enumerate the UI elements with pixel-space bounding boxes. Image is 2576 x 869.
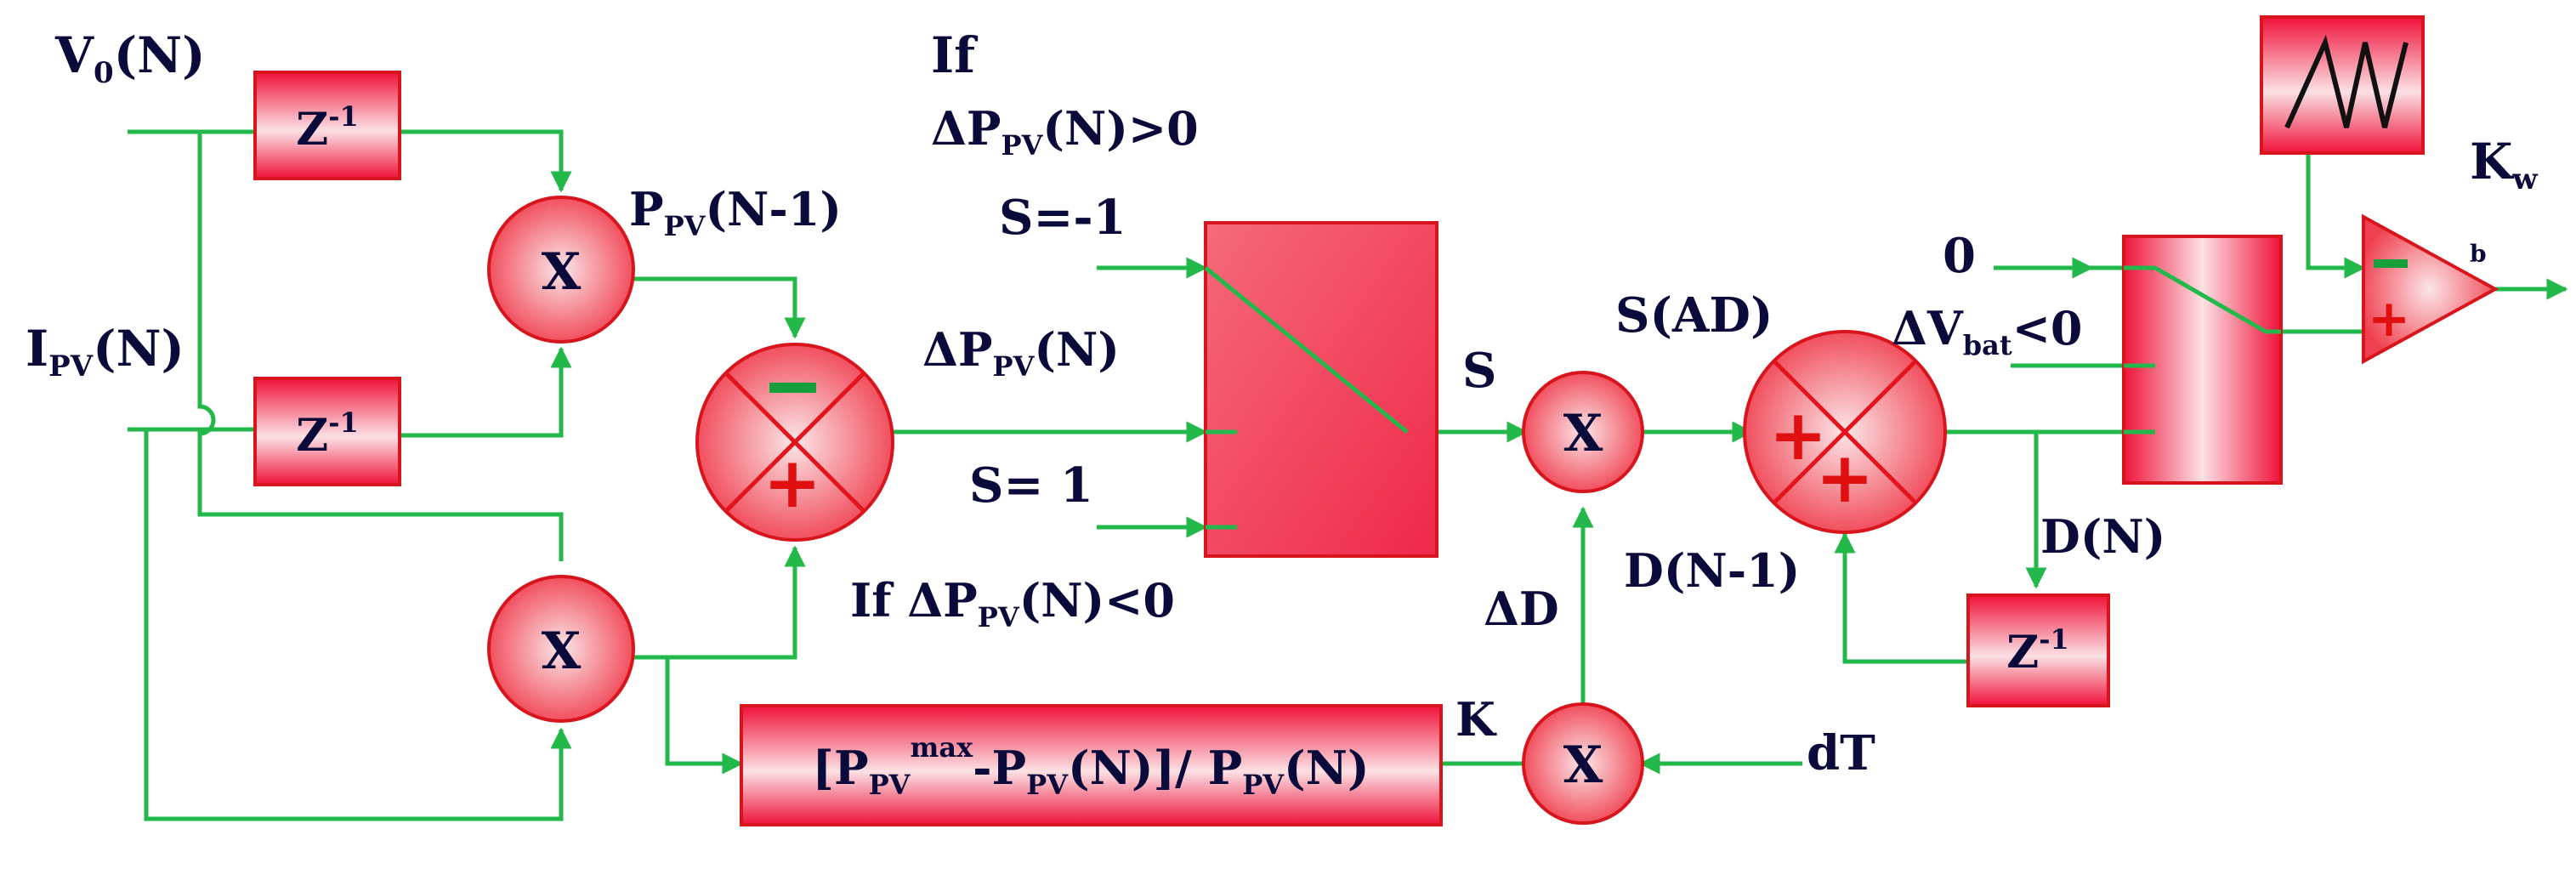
wire-ipv-branch-down (144, 429, 572, 821)
multiplier-4: X (1522, 702, 1644, 825)
sign-switch-block (1204, 221, 1438, 558)
formula-block: [PPVmax-PPV(N)]/ PPV(N) (740, 704, 1443, 826)
label-v0: V0(N) (54, 26, 206, 90)
comparator: + b (2362, 213, 2499, 365)
svg-text:X: X (1563, 736, 1603, 795)
delay-block-3: Z-1 (1966, 594, 2110, 707)
triangle-wave-generator (2260, 15, 2425, 155)
svg-text:X: X (542, 622, 582, 681)
label-dvbat: ΔVbat<0 (1892, 301, 2083, 361)
label-dppv: ΔPPV(N) (922, 322, 1120, 383)
wire-delay1-to-mult1 (400, 129, 572, 193)
svg-text:X: X (542, 242, 582, 302)
svg-text:b: b (2470, 240, 2487, 268)
triangle-wave-icon (2284, 34, 2409, 129)
label-s-ad: S(AD) (1615, 287, 1773, 344)
delay-block-1: Z-1 (253, 71, 401, 180)
label-kw: Kw (2470, 133, 2538, 196)
minus-sign-icon (769, 383, 816, 393)
label-if-pos-2: ΔPPV(N)>0 (931, 101, 1199, 162)
svg-text:+: + (763, 443, 822, 524)
label-ppv-prev: PPV(N-1) (629, 182, 842, 242)
label-s-neg: S=-1 (999, 190, 1126, 246)
svg-text:+: + (1816, 438, 1875, 519)
label-k: K (1455, 692, 1497, 747)
label-if-pos-1: If (931, 26, 979, 84)
label-s-pos: S= 1 (969, 457, 1093, 514)
label-ipv: IPV(N) (26, 320, 184, 383)
delay-block-2: Z-1 (253, 377, 401, 486)
minus-sign-icon (2374, 259, 2408, 268)
label-if-neg: If ΔPPV(N)<0 (850, 573, 1175, 633)
multiplier-2: X (487, 575, 635, 723)
label-dn1: D(N-1) (1624, 543, 1800, 598)
svg-text:Z-1: Z-1 (2006, 623, 2069, 679)
wire-tri-to-comparator (2306, 153, 2366, 279)
svg-text:X: X (1563, 404, 1603, 463)
wire-mult1-to-summer (616, 276, 806, 339)
svg-text:Z-1: Z-1 (296, 406, 359, 462)
wire-delay2-to-mult1 (400, 346, 572, 438)
formula-text: [PPVmax-PPV(N)]/ PPV(N) (812, 731, 1369, 801)
label-dt: dT (1807, 725, 1875, 781)
wire-delay3-to-adder (1834, 531, 1968, 664)
wire-mult2-to-summer (616, 545, 806, 660)
wire-mult2-to-formula (665, 657, 744, 775)
summing-junction-dp: + (695, 343, 894, 542)
labels: V0(N) IPV(N) PPV(N-1) If ΔPPV(N)>0 S=-1 … (26, 26, 2538, 781)
label-zero: 0 (1943, 228, 1976, 284)
multiplier-3: X (1522, 371, 1644, 493)
wire-v0-branch-down (197, 132, 564, 561)
svg-text:+: + (1769, 395, 1828, 476)
svg-text:Z-1: Z-1 (296, 100, 359, 156)
multiplier-1: X (487, 196, 635, 344)
label-delta-d: ΔD (1484, 582, 1559, 636)
label-s-out: S (1462, 343, 1496, 399)
selector-switch-block (2122, 235, 2283, 485)
summing-junction-duty: + + (1743, 330, 1947, 534)
svg-text:+: + (2368, 289, 2410, 349)
label-dn: D(N) (2040, 509, 2165, 564)
